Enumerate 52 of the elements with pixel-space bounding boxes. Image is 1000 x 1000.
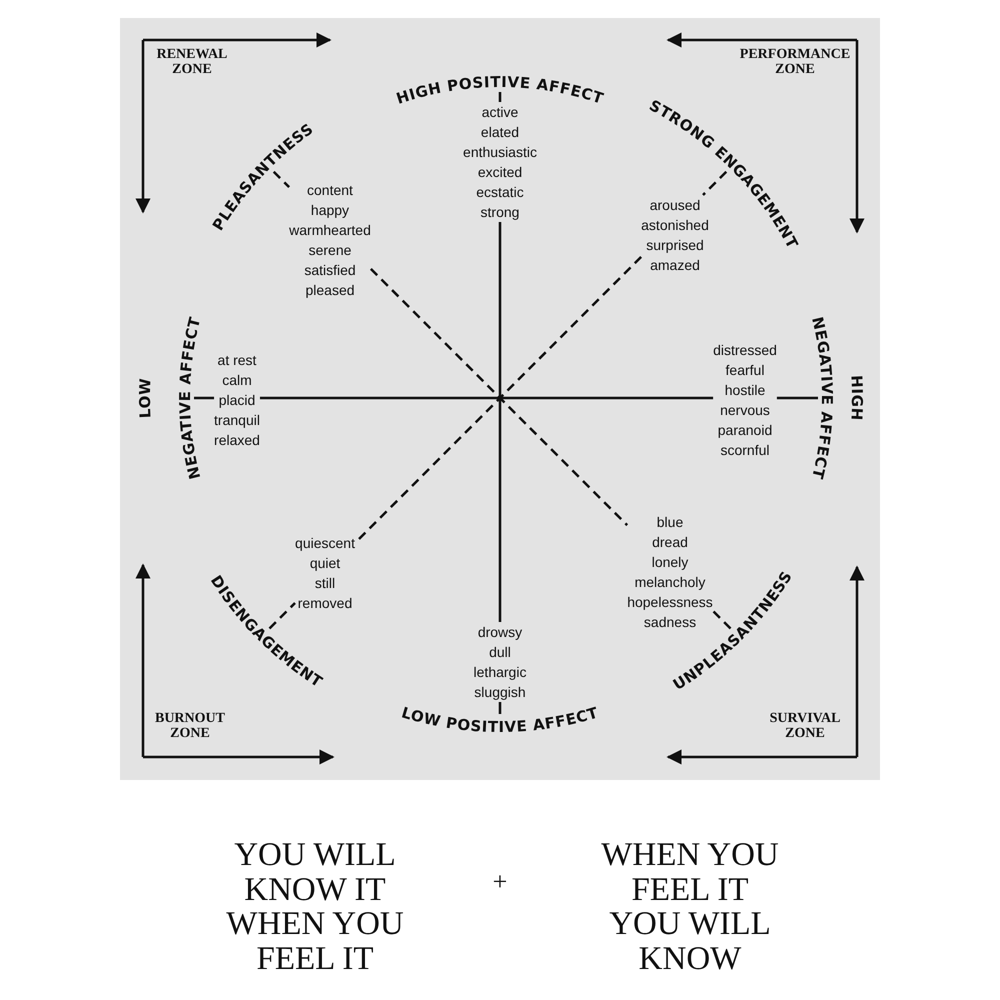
axis-line bbox=[776, 396, 818, 400]
emotion-word: hostile bbox=[724, 381, 766, 400]
emotion-word: elated bbox=[480, 123, 520, 142]
emotion-word: strong bbox=[480, 203, 520, 222]
emotion-word: lethargic bbox=[474, 663, 526, 682]
axis-line bbox=[260, 396, 714, 400]
emotion-word: dread bbox=[651, 533, 689, 552]
emotion-word: nervous bbox=[719, 401, 771, 420]
zone-label: PERFORMANCE ZONE bbox=[738, 48, 852, 78]
emotion-word: surprised bbox=[645, 236, 705, 255]
dashed-line bbox=[272, 170, 290, 188]
plus-sign: + bbox=[492, 868, 508, 896]
axis-line bbox=[498, 702, 502, 714]
zone-label: BURNOUT ZONE bbox=[154, 712, 226, 742]
dashed-line bbox=[702, 170, 728, 196]
axis-line bbox=[194, 396, 214, 400]
emotion-word: drowsy bbox=[476, 623, 524, 642]
emotion-word: quiet bbox=[308, 554, 342, 573]
dashed-line bbox=[268, 602, 296, 630]
emotion-word: pleased bbox=[304, 281, 356, 300]
emotion-word: fearful bbox=[724, 361, 766, 380]
emotion-word: lonely bbox=[650, 553, 690, 572]
emotion-word: scornful bbox=[719, 441, 771, 460]
axis-line bbox=[498, 222, 502, 622]
axis-label: LOW POSITIVE AFFECT bbox=[400, 704, 600, 736]
emotion-word: ecstatic bbox=[475, 183, 525, 202]
zone-label: RENEWAL ZONE bbox=[156, 48, 228, 78]
emotion-word: satisfied bbox=[303, 261, 357, 280]
emotion-word: astonished bbox=[641, 216, 709, 235]
emotion-word: placid bbox=[218, 391, 256, 410]
emotion-word: excited bbox=[476, 163, 524, 182]
emotion-word: happy bbox=[310, 202, 350, 218]
emotion-word: enthusiastic bbox=[463, 143, 537, 162]
emotion-word: at rest bbox=[216, 351, 258, 370]
emotion-word: tranquil bbox=[214, 411, 260, 430]
emotion-word: dull bbox=[488, 643, 512, 662]
dashed-line bbox=[370, 268, 628, 526]
slogan-text: YOU WILL KNOW IT WHEN YOU FEEL IT bbox=[225, 838, 405, 977]
emotion-word: relaxed bbox=[214, 431, 260, 450]
emotion-word: distressed bbox=[713, 341, 777, 360]
zone-label: SURVIVAL ZONE bbox=[768, 712, 842, 742]
emotion-word: amazed bbox=[649, 256, 701, 275]
emotion-word: paranoid bbox=[716, 421, 774, 440]
slogan-text: WHEN YOU FEEL IT YOU WILL KNOW bbox=[600, 838, 780, 977]
dashed-line bbox=[712, 610, 732, 630]
emotion-word: serene bbox=[308, 241, 352, 260]
emotion-word: aroused bbox=[648, 196, 702, 215]
emotion-word: calm bbox=[221, 371, 253, 390]
axis-line bbox=[498, 92, 502, 102]
emotion-word: quiescent bbox=[295, 534, 355, 553]
emotion-word: blue bbox=[656, 513, 684, 532]
emotion-word: sluggish bbox=[474, 683, 526, 702]
